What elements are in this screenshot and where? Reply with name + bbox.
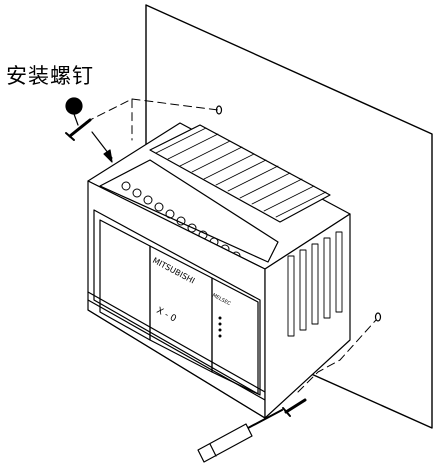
lower-screw-icon (282, 398, 307, 417)
mounting-screw-label: 安装螺钉 (6, 64, 94, 88)
plc-side-face (264, 213, 351, 419)
terminal-block (99, 159, 279, 263)
lower-mounting-hole (374, 312, 382, 322)
status-leds (218, 316, 222, 338)
front-cover (93, 209, 261, 396)
lower-guide-line (297, 319, 377, 393)
screwdriver-icon (197, 409, 283, 463)
upper-screw-icon (65, 97, 92, 141)
upper-guide-line (85, 98, 133, 141)
